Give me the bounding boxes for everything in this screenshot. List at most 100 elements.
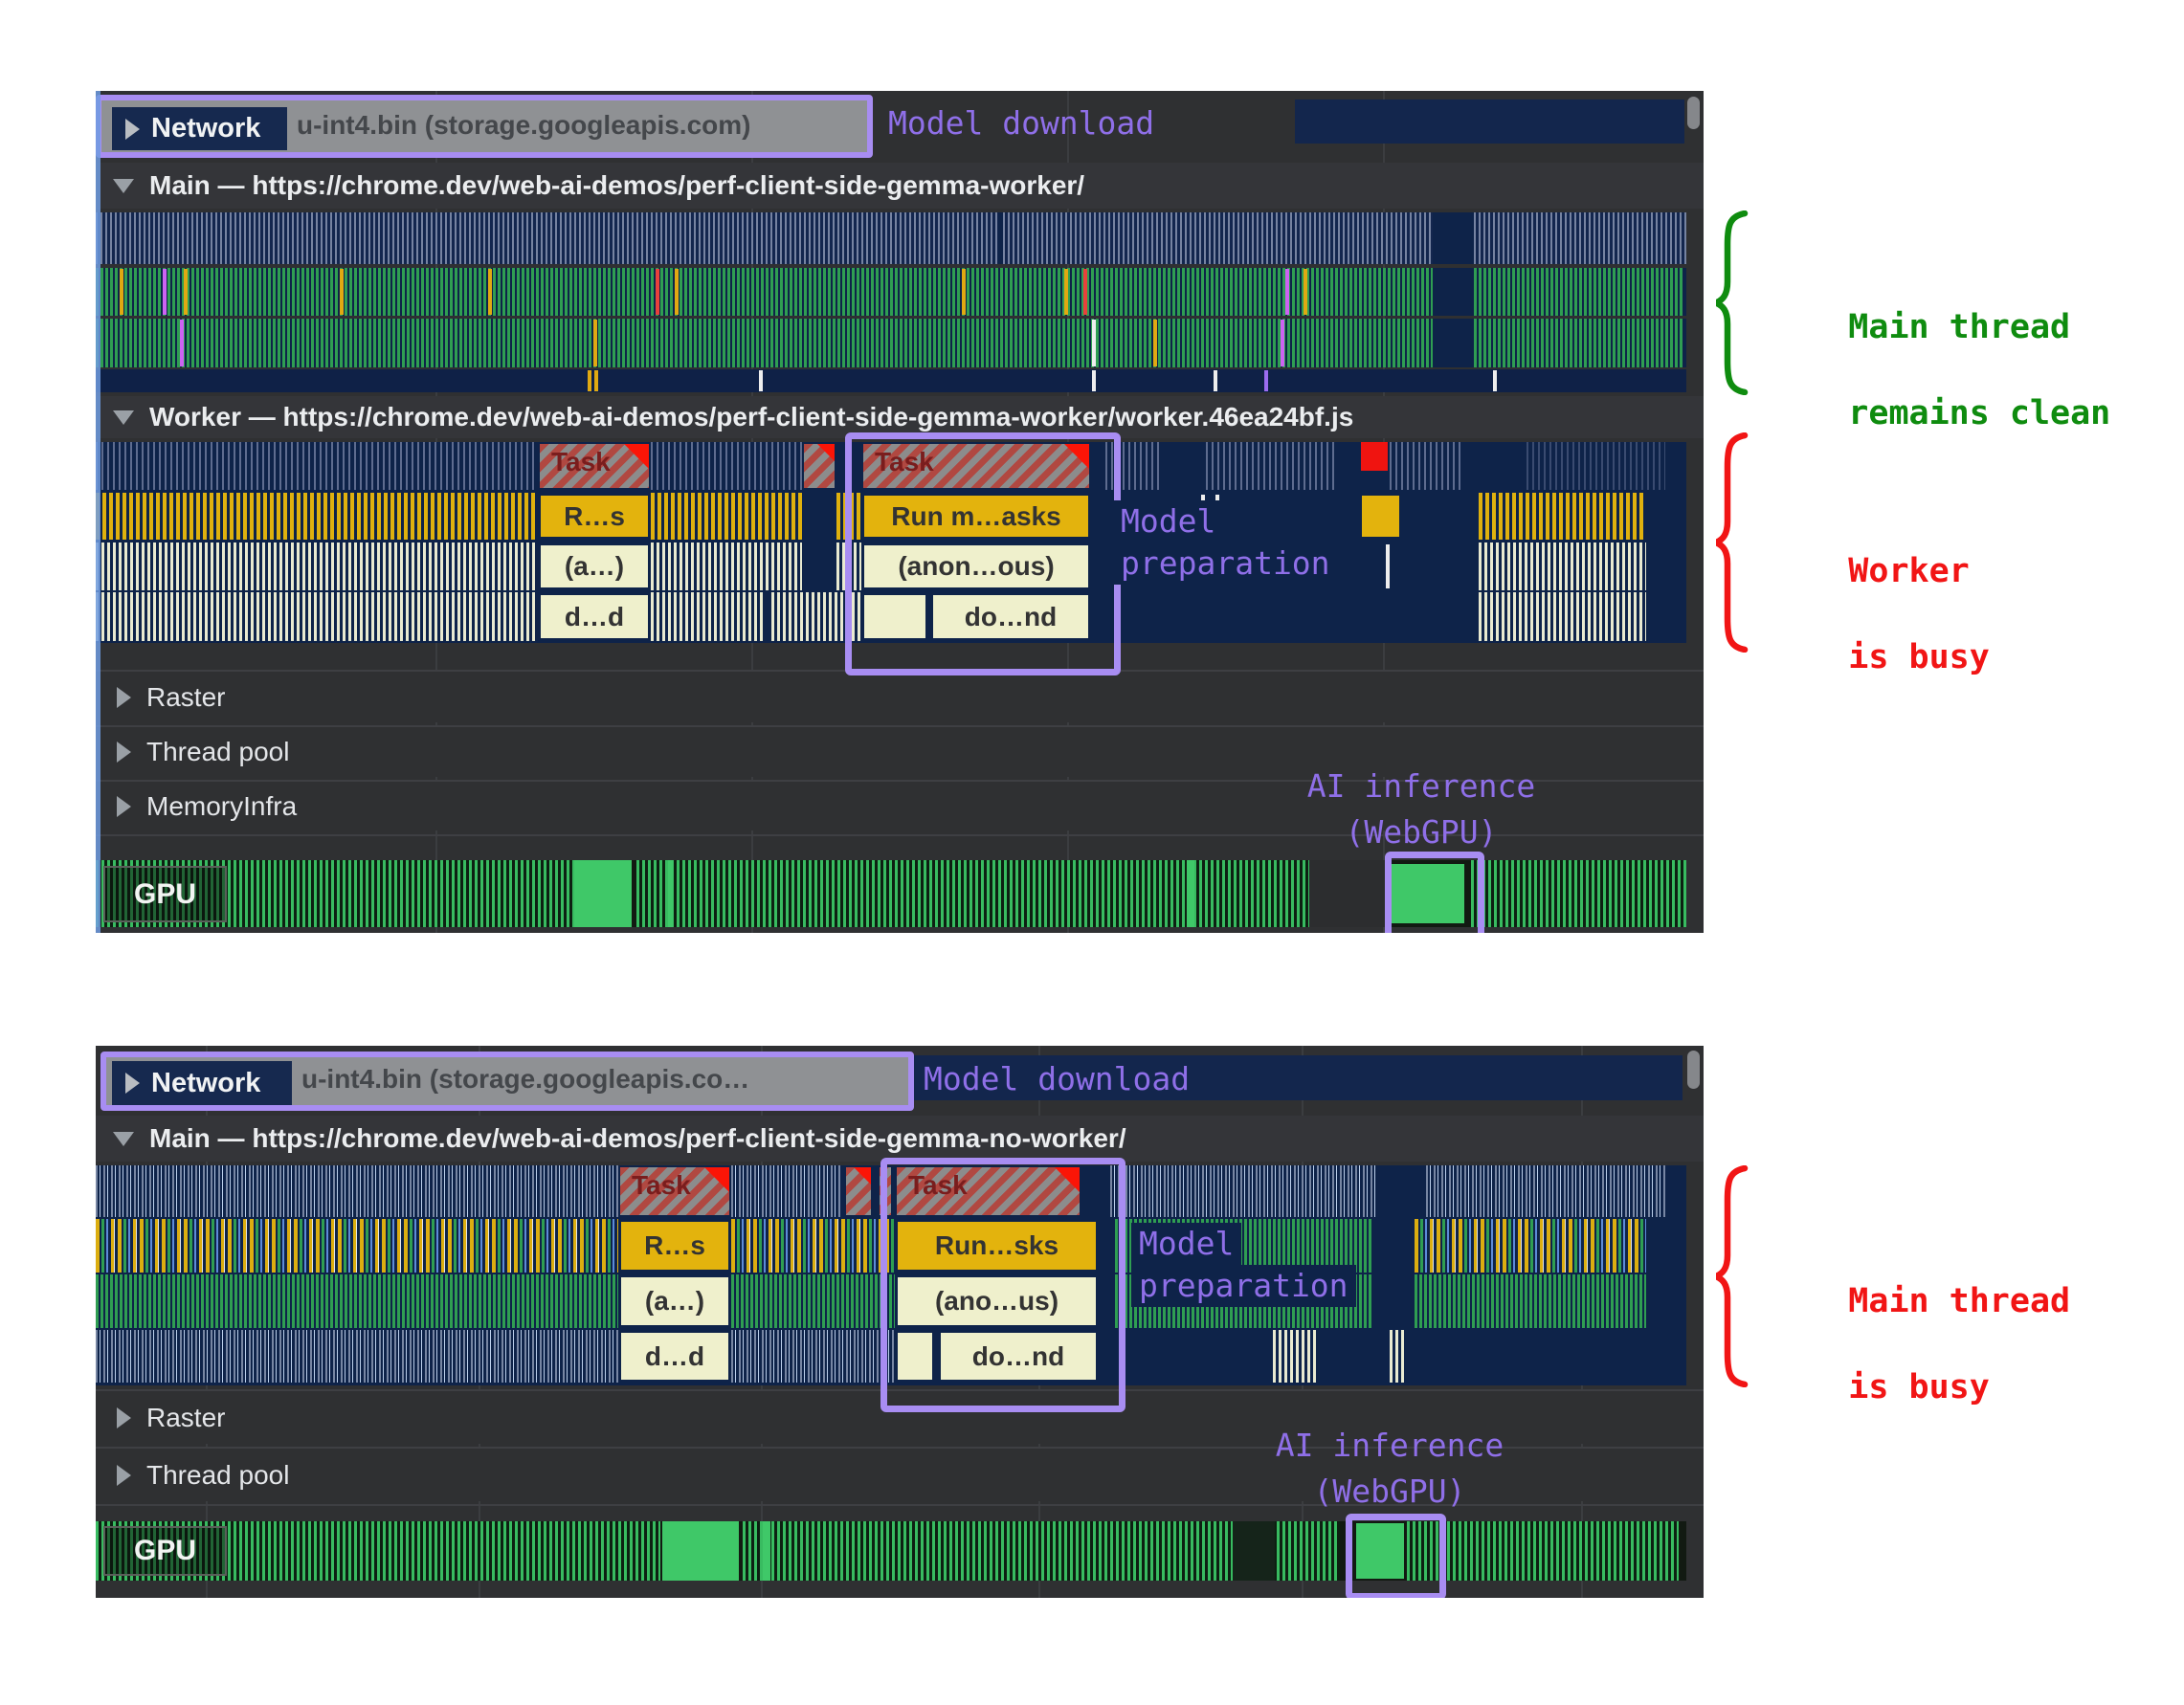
download-fn-bar[interactable]: d…d — [538, 592, 651, 641]
expand-icon[interactable] — [125, 1073, 140, 1094]
long-task-bar[interactable]: Task — [618, 1165, 731, 1217]
network-track-header[interactable]: Network — [112, 1061, 292, 1105]
expand-icon[interactable] — [117, 795, 131, 817]
flame-stripes — [96, 1219, 618, 1273]
track-memory-infra[interactable]: MemoryInfra — [96, 780, 1704, 830]
main-thread-header[interactable]: Main — https://chrome.dev/web-ai-demos/p… — [96, 163, 1704, 209]
gpu-solid-activity — [662, 1521, 739, 1581]
main-flame-row4 — [96, 369, 1686, 392]
devtools-performance-panel-worker: Network u-int4.bin (storage.googleapis.c… — [96, 91, 1704, 933]
bar-label: R…s — [564, 500, 625, 531]
download-fn-bar[interactable]: d…d — [618, 1330, 731, 1383]
main-flame-row3 — [96, 319, 1686, 367]
gpu-ai-inference-block[interactable] — [1390, 864, 1464, 923]
run-checks-bar[interactable]: R…s — [538, 493, 651, 540]
long-task-warning-icon — [854, 1167, 871, 1185]
network-track-header[interactable]: Network — [112, 107, 287, 150]
red-brace — [1716, 1165, 1749, 1387]
network-request-url[interactable]: u-int4.bin (storage.googleapis.com) — [297, 110, 751, 140]
scrollbar-thumb[interactable] — [1687, 1051, 1700, 1089]
flame-stripes — [1474, 268, 1684, 316]
expand-icon[interactable] — [117, 742, 131, 763]
long-task-warning-icon — [1055, 1167, 1080, 1192]
long-task-bar-small[interactable] — [802, 442, 836, 490]
expand-icon[interactable] — [117, 686, 131, 708]
network-request-bar[interactable] — [1295, 100, 1684, 144]
long-task-bar[interactable]: Task — [861, 442, 1091, 490]
track-raster[interactable]: Raster — [96, 670, 1704, 722]
gpu-activity — [1471, 860, 1686, 927]
flame-stripes — [1479, 542, 1646, 590]
flame-stripes — [1479, 592, 1646, 641]
anonymous-fn-bar[interactable]: (a…) — [538, 542, 651, 590]
green-brace — [1716, 210, 1749, 395]
gpu-ai-inference-block[interactable] — [1356, 1523, 1404, 1579]
note-line: remains clean — [1848, 394, 2111, 432]
long-task-warning-icon — [817, 444, 835, 461]
annotation-line: AI inference — [1275, 1427, 1504, 1464]
script-bar[interactable] — [1359, 493, 1402, 540]
run-checks-bar[interactable]: R…s — [618, 1219, 731, 1273]
anonymous-fn-bar[interactable]: (a…) — [618, 1274, 731, 1328]
flame-stripes — [96, 212, 998, 264]
flame-stripes — [96, 592, 538, 641]
long-task-bar[interactable]: Task — [538, 442, 651, 490]
expand-icon[interactable] — [117, 1464, 131, 1486]
anonymous-fn-bar[interactable]: (anon…ous) — [861, 542, 1091, 590]
run-model-tasks-bar[interactable]: Run…sks — [895, 1219, 1099, 1273]
gpu-bright-line — [668, 860, 673, 927]
flame-stripes — [731, 1165, 842, 1217]
annotation-line: (WebGPU) — [1313, 1472, 1466, 1510]
gpu-track-label: GPU — [133, 1535, 196, 1566]
gpu-track-header[interactable]: GPU — [103, 1526, 227, 1576]
track-label: Raster — [146, 1402, 226, 1432]
worker-thread-title: Worker — https://chrome.dev/web-ai-demos… — [149, 402, 1354, 432]
expand-icon[interactable] — [125, 118, 140, 140]
download-fn-bar[interactable]: do…nd — [930, 592, 1091, 641]
gpu-activity — [1407, 1521, 1679, 1581]
annotation-line: Model — [1131, 1223, 1242, 1265]
download-fn-bar[interactable]: do…nd — [938, 1330, 1099, 1383]
note-line: is busy — [1848, 638, 1990, 676]
main-thread-clean-note: Main thread remains clean — [1768, 263, 2110, 478]
gpu-track-header[interactable]: GPU — [103, 866, 227, 922]
track-thread-pool[interactable]: Thread pool — [96, 725, 1704, 777]
long-task-bar[interactable]: Task — [895, 1165, 1081, 1217]
gpu-track[interactable]: GPU — [96, 834, 1704, 933]
flame-stripes — [1415, 1219, 1646, 1273]
bar-label: (a…) — [644, 1286, 705, 1316]
long-task-warning-icon — [704, 1167, 729, 1192]
bar-label: Run…sks — [934, 1230, 1059, 1260]
collapse-icon[interactable] — [113, 178, 134, 193]
collapse-icon[interactable] — [113, 410, 134, 425]
gpu-track[interactable]: GPU — [96, 1504, 1704, 1598]
network-request-url[interactable]: u-int4.bin (storage.googleapis.co… — [301, 1064, 750, 1094]
flame-stripes — [1527, 442, 1665, 490]
flame-stripes — [651, 542, 802, 590]
gpu-bright-line — [1187, 860, 1194, 927]
flame-stripes — [1479, 493, 1646, 540]
flame-stripes — [96, 442, 538, 490]
track-thread-pool[interactable]: Thread pool — [96, 1447, 1704, 1501]
long-task-bar-small[interactable] — [844, 1165, 873, 1217]
annotation-line: AI inference — [1306, 767, 1536, 805]
expand-icon[interactable] — [117, 1406, 131, 1428]
fn-bar[interactable] — [895, 1330, 935, 1383]
main-thread-header[interactable]: Main — https://chrome.dev/web-ai-demos/p… — [96, 1116, 1704, 1162]
anonymous-fn-bar[interactable]: (ano…us) — [895, 1274, 1099, 1328]
run-model-tasks-bar[interactable]: Run m…asks — [861, 493, 1091, 540]
flame-stripes — [1003, 212, 1433, 264]
ai-inference-annotation: AI inference (WebGPU) — [1297, 764, 1546, 855]
note-line: Main thread — [1848, 1282, 2071, 1320]
network-request-bar[interactable] — [911, 1055, 1683, 1100]
fn-bar[interactable] — [861, 592, 928, 641]
flame-stripes — [1206, 442, 1335, 490]
note-line: Worker — [1848, 552, 1970, 590]
main-flame-row1 — [96, 212, 1686, 264]
track-raster[interactable]: Raster — [96, 1389, 1704, 1444]
ai-inference-annotation: AI inference (WebGPU) — [1265, 1423, 1514, 1515]
task-bar-label: Task — [875, 447, 934, 476]
collapse-icon[interactable] — [113, 1131, 134, 1146]
scrollbar-thumb[interactable] — [1687, 97, 1700, 129]
worker-thread-header[interactable]: Worker — https://chrome.dev/web-ai-demos… — [96, 396, 1704, 438]
